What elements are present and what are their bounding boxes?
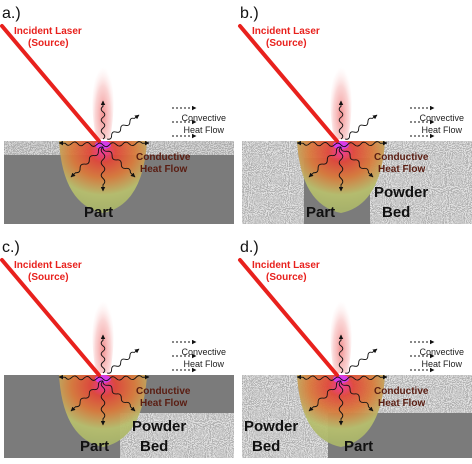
panel-a: a.) Incident Laser(Source) ConvectiveHeat … xyxy=(0,5,234,224)
melt-pool xyxy=(297,375,385,447)
conduction-down xyxy=(338,380,344,426)
panel-label: b.) xyxy=(240,5,259,22)
laser-beam xyxy=(238,24,339,143)
conduction-downleft xyxy=(70,146,104,178)
conduction-downright xyxy=(340,146,374,178)
convective-label-line1: Convective xyxy=(419,347,464,357)
radiation-up xyxy=(100,334,106,374)
conduction-down xyxy=(338,146,344,192)
part-label: Part xyxy=(344,438,373,455)
conductive-label-line2: Heat Flow xyxy=(140,398,187,409)
laser-label-line1: Incident Laser xyxy=(252,260,320,271)
vapor-plume xyxy=(330,293,352,373)
conduction-left xyxy=(58,374,104,381)
part-label: Part xyxy=(80,438,109,455)
powder-bed-label-line2: Bed xyxy=(382,204,410,221)
convective-label-line2: Heat Flow xyxy=(421,125,462,135)
powder-bed-label-line1: Powder xyxy=(244,418,298,435)
panel-label: a.) xyxy=(2,5,21,22)
panel-d: d.) Incident Laser(Source) ConvectiveHeat … xyxy=(238,239,472,458)
powder-bed-label-line2: Bed xyxy=(140,438,168,455)
conduction-right xyxy=(340,374,388,382)
conduction-down xyxy=(100,146,106,192)
conduction-downleft xyxy=(308,146,342,178)
vapor-plume xyxy=(92,59,114,139)
melt-pool xyxy=(297,141,385,213)
convective-label-line1: Convective xyxy=(419,113,464,123)
conductive-label-line1: Conductive xyxy=(374,152,429,163)
radiation-upright xyxy=(344,114,378,140)
conductive-label-line2: Heat Flow xyxy=(378,164,425,175)
convective-label-line2: Heat Flow xyxy=(183,125,224,135)
laser-label-line2: (Source) xyxy=(266,272,307,283)
laser-beam xyxy=(238,258,339,377)
conduction-left xyxy=(296,374,342,381)
laser-label-line2: (Source) xyxy=(266,38,307,49)
laser-label-line1: Incident Laser xyxy=(14,26,82,37)
conduction-right xyxy=(102,140,150,148)
powder-bed-label-line1: Powder xyxy=(374,184,428,201)
vapor-plume xyxy=(330,59,352,139)
conduction-downright xyxy=(102,146,136,178)
conductive-label-line2: Heat Flow xyxy=(378,398,425,409)
radiation-up xyxy=(338,334,344,374)
powder-region xyxy=(120,413,234,458)
convective-label-line2: Heat Flow xyxy=(183,359,224,369)
panel-label: d.) xyxy=(240,239,259,256)
radiation-upright xyxy=(106,348,140,374)
conduction-right xyxy=(340,140,388,148)
part-label: Part xyxy=(84,204,113,221)
conduction-right xyxy=(102,374,150,382)
powder-bed-label-line2: Bed xyxy=(252,438,280,455)
laser-beam xyxy=(0,24,101,143)
conduction-left xyxy=(58,140,104,147)
laser-label-line2: (Source) xyxy=(28,38,69,49)
radiation-upright xyxy=(106,114,140,140)
conduction-downleft xyxy=(70,380,104,412)
radiation-up xyxy=(100,100,106,140)
conduction-down xyxy=(100,380,106,426)
panel-b: b.) Incident Laser(Source) ConvectiveHeat … xyxy=(238,5,472,224)
radiation-upright xyxy=(344,348,378,374)
laser-label-line2: (Source) xyxy=(28,272,69,283)
part-label: Part xyxy=(306,204,335,221)
conductive-label-line1: Conductive xyxy=(374,386,429,397)
melt-pool xyxy=(59,141,147,213)
convective-label-line1: Convective xyxy=(181,113,226,123)
laser-label-line1: Incident Laser xyxy=(14,260,82,271)
conduction-downright xyxy=(102,380,136,412)
radiation-up xyxy=(338,100,344,140)
convective-label-line2: Heat Flow xyxy=(421,359,462,369)
laser-label-line1: Incident Laser xyxy=(252,26,320,37)
vapor-plume xyxy=(92,293,114,373)
conduction-left xyxy=(296,140,342,147)
powder-bed-label-line1: Powder xyxy=(132,418,186,435)
panel-label: c.) xyxy=(2,239,20,256)
panel-c: c.) Incident Laser(Source) ConvectiveHeat … xyxy=(0,239,234,458)
conduction-downright xyxy=(340,380,374,412)
convective-label-line1: Convective xyxy=(181,347,226,357)
melt-pool xyxy=(59,375,147,447)
conduction-downleft xyxy=(308,380,342,412)
laser-beam xyxy=(0,258,101,377)
conductive-label-line1: Conductive xyxy=(136,386,191,397)
conductive-label-line2: Heat Flow xyxy=(140,164,187,175)
conductive-label-line1: Conductive xyxy=(136,152,191,163)
